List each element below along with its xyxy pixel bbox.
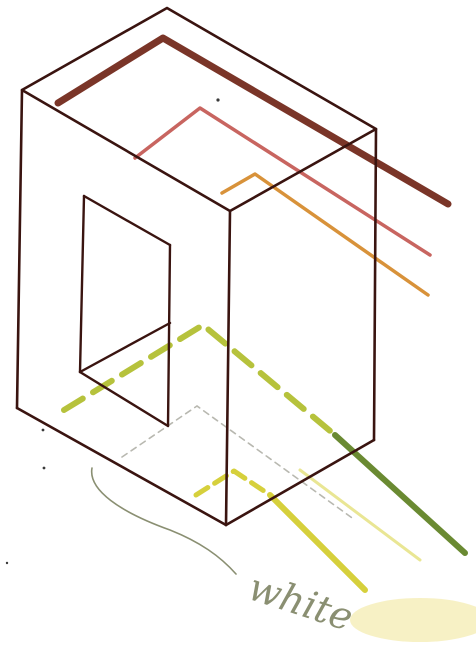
- band-green-solid: [335, 435, 465, 553]
- box-outline: [17, 8, 376, 525]
- band-dark-brown: [58, 38, 448, 204]
- box-front-edge: [226, 211, 230, 525]
- window-top-edge: [84, 196, 170, 245]
- handwritten-label: white: [243, 565, 358, 640]
- pencil-dot: [42, 429, 45, 432]
- box-left-edge: [17, 90, 22, 408]
- paper-stain: [350, 598, 476, 642]
- box-right-edge: [374, 129, 376, 440]
- window-bottom-edge: [80, 372, 168, 426]
- band-green-dashed: [64, 325, 335, 435]
- box-bottom-right-edge: [226, 440, 374, 525]
- pencil-dot: [6, 562, 8, 564]
- window-right-edge: [168, 245, 170, 426]
- band-yellow: [196, 471, 270, 495]
- window-left-edge: [80, 196, 84, 372]
- pencil-dot: [216, 98, 219, 101]
- pencil-dot: [43, 467, 46, 470]
- window-inner-sill: [80, 323, 170, 372]
